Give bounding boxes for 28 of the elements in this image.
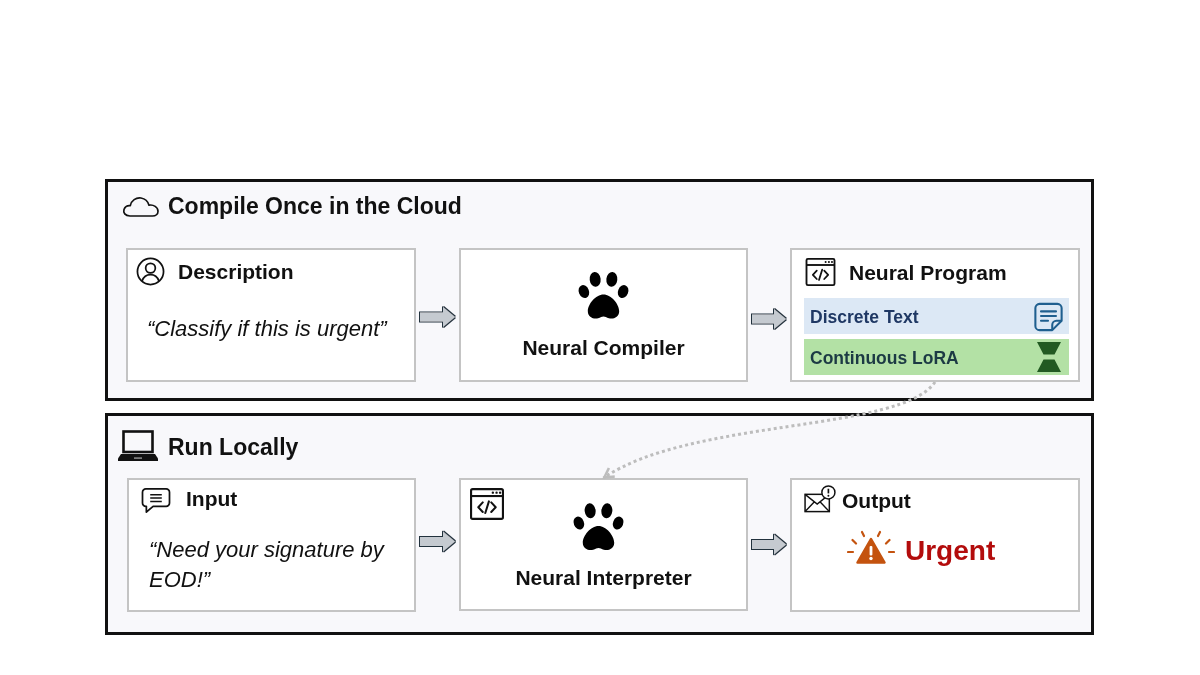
step-title: Output: [842, 489, 911, 513]
arrow: [420, 531, 455, 552]
step-card: [127, 478, 416, 612]
step-title: Input: [186, 487, 238, 511]
panel-title: Run Locally: [168, 434, 299, 460]
section-panel: [105, 179, 1094, 401]
step-card: [126, 248, 416, 382]
step-title: Neural Compiler: [522, 336, 685, 360]
quote-text: “Classify if this is urgent”: [147, 315, 389, 343]
step-card: [459, 478, 748, 611]
section-panel: [105, 413, 1094, 635]
panel-title: Compile Once in the Cloud: [168, 193, 462, 219]
dotted-arrow: [602, 380, 937, 480]
arrow: [752, 309, 786, 329]
step-title: Description: [178, 260, 294, 284]
quote-text: “Need your signature by EOD!”: [149, 536, 386, 594]
band-label: Continuous LoRA: [810, 347, 959, 369]
step-card: [459, 248, 748, 382]
step-card: [790, 478, 1080, 612]
component-band: [804, 339, 1069, 375]
step-title: Neural Program: [849, 261, 1007, 285]
arrow: [752, 534, 786, 555]
result-label: Urgent: [905, 534, 996, 568]
step-card: [790, 248, 1080, 382]
band-label: Discrete Text: [810, 306, 919, 328]
step-title: Neural Interpreter: [515, 566, 692, 590]
component-band: [804, 298, 1069, 334]
arrow: [420, 307, 455, 327]
